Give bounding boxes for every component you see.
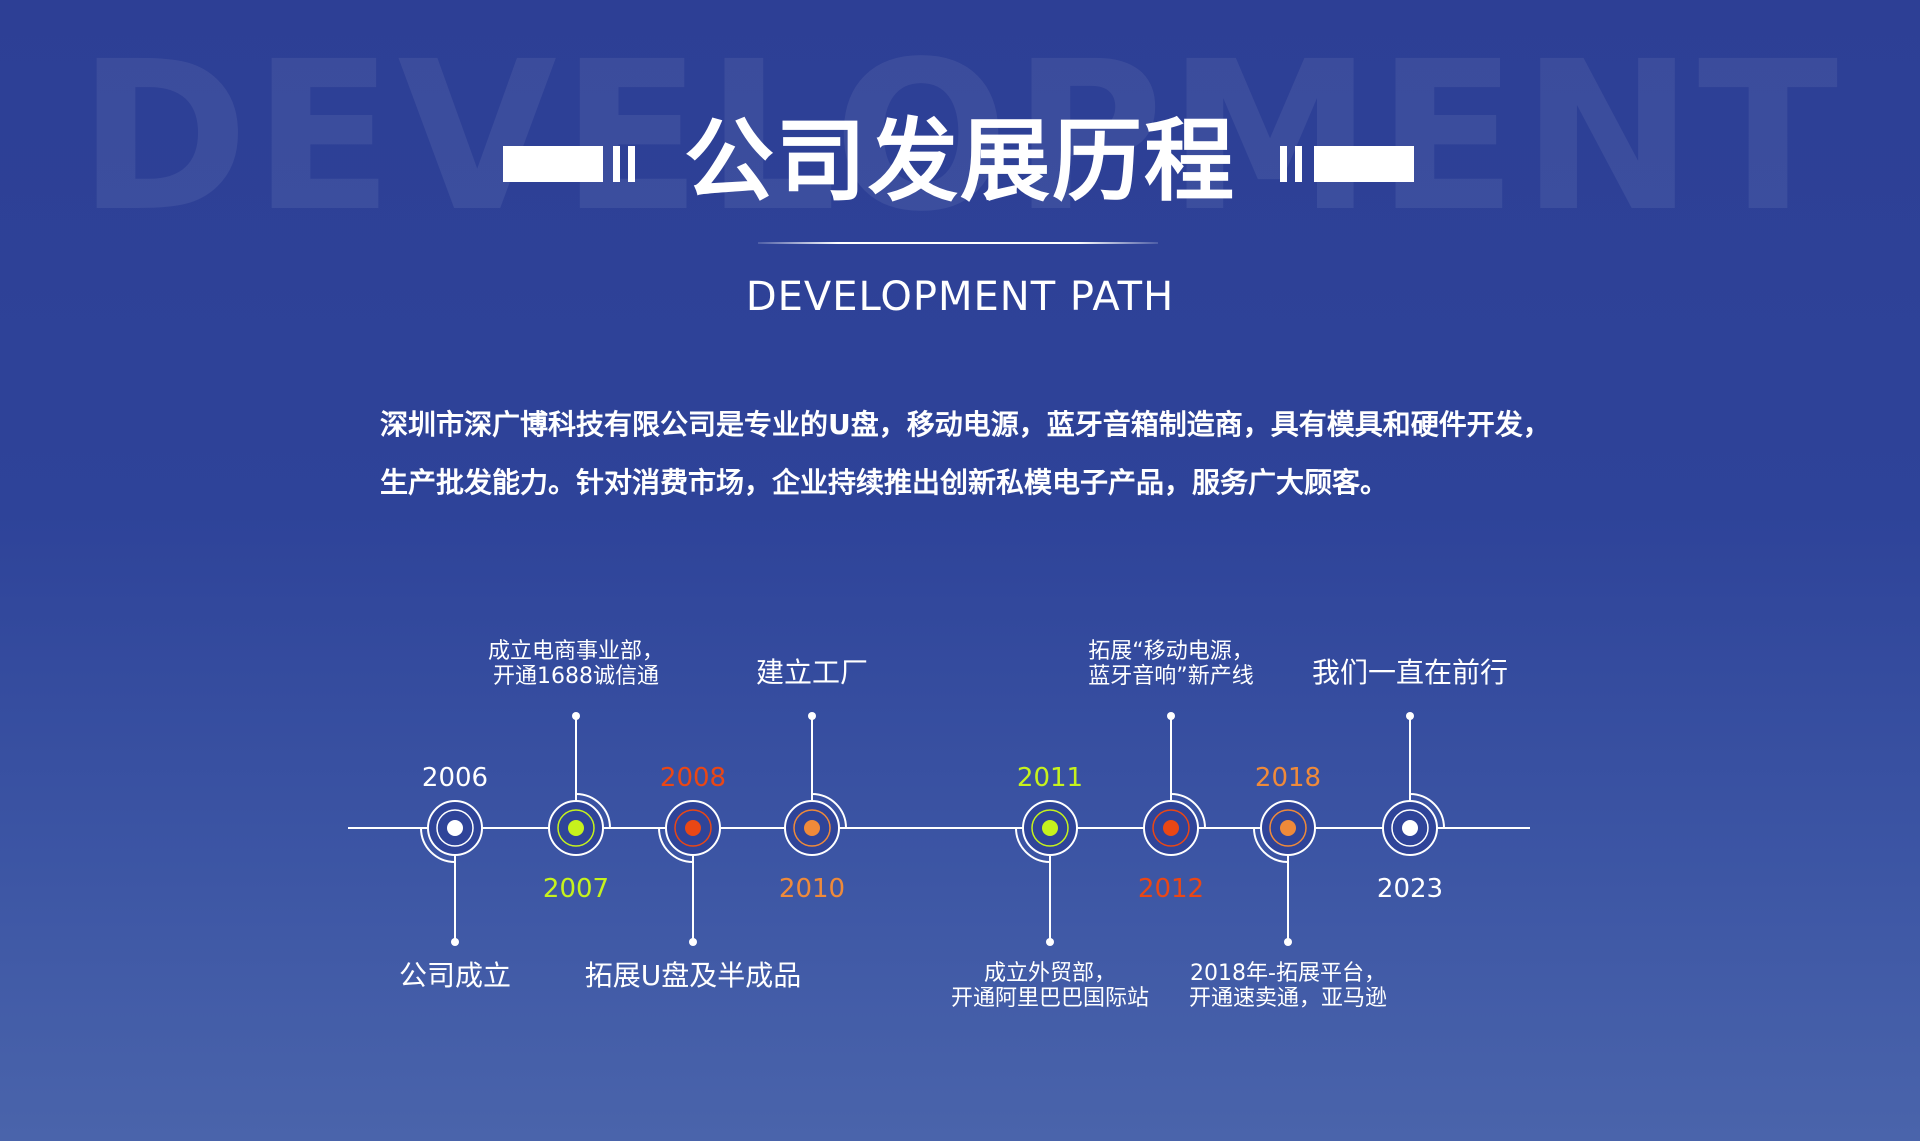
milestone-description: 蓝牙音响”新产线 [1088,664,1253,689]
timeline-node-2008: 2008 拓展U盘及半成品 [585,763,802,992]
connector-dot [572,712,580,720]
timeline-node-2023: 2023 我们一直在前行 [1312,656,1508,904]
node-inner-ring [557,809,595,847]
node-inner-ring [1152,809,1190,847]
intro-line-1: 深圳市深广博科技有限公司是专业的U盘，移动电源，蓝牙音箱制造商，具有模具和硬件开… [380,408,1551,441]
node-decor-arc [1170,793,1206,829]
node-dot [1402,820,1418,836]
year-label: 2010 [779,874,845,904]
timeline-node-2011: 2011 成立外贸部，开通阿里巴巴国际站 [951,763,1149,1011]
timeline-node-2018: 2018 2018年-拓展平台，开通速卖通，亚马逊 [1189,763,1387,1011]
node-inner-ring [1269,809,1307,847]
title-underline [758,242,1158,244]
title-decoration-right [1280,146,1414,182]
node-decor-arc [811,793,847,829]
node-dot [685,820,701,836]
year-label: 2011 [1017,763,1083,793]
year-label: 2012 [1138,874,1204,904]
milestone-description: 拓展U盘及半成品 [585,959,802,992]
page-title: 公司发展历程 [684,109,1236,214]
milestone-description: 成立外贸部， [984,961,1116,986]
title-decoration-left [503,146,637,182]
node-dot [1163,820,1179,836]
connector-dot [451,938,459,946]
timeline-node-2006: 2006 公司成立 [399,763,511,992]
node-decor-arc [1253,827,1289,863]
node-decor-arc [1409,793,1445,829]
year-label: 2007 [543,874,609,904]
connector-dot [1284,938,1292,946]
connector-dot [1406,712,1414,720]
company-intro: 深圳市深广博科技有限公司是专业的U盘，移动电源，蓝牙音箱制造商，具有模具和硬件开… [380,396,1580,512]
node-dot [447,820,463,836]
connector-dot [689,938,697,946]
node-decor-arc [658,827,694,863]
node-inner-ring [1391,809,1429,847]
node-decor-arc [420,827,456,863]
timeline-node-2010: 2010 建立工厂 [756,656,868,904]
milestone-description: 2018年-拓展平台， [1190,961,1386,986]
node-dot [568,820,584,836]
timeline-node-2012: 2012 拓展“移动电源，蓝牙音响”新产线 [1088,639,1253,904]
year-label: 2023 [1377,874,1443,904]
title-row: 公司发展历程 [0,112,1920,212]
node-decor-arc [1015,827,1051,863]
milestone-description: 开通阿里巴巴国际站 [951,986,1149,1011]
timeline-node-2007: 2007 成立电商事业部，开通1688诚信通 [488,639,664,904]
node-decor-arc [575,793,611,829]
year-label: 2018 [1255,763,1321,793]
milestone-description: 拓展“移动电源， [1088,639,1253,664]
milestone-description: 开通速卖通，亚马逊 [1189,986,1387,1011]
background-watermark-word: DEVELOPMENT [77,17,1843,257]
node-inner-ring [674,809,712,847]
node-dot [1280,820,1296,836]
milestone-description: 成立电商事业部， [488,639,664,664]
node-dot [804,820,820,836]
connector-dot [1046,938,1054,946]
year-label: 2006 [422,763,488,793]
connector-dot [808,712,816,720]
year-label: 2008 [660,763,726,793]
milestone-description: 建立工厂 [756,656,868,689]
node-dot [1042,820,1058,836]
milestone-description: 我们一直在前行 [1312,656,1508,689]
intro-line-2: 生产批发能力。针对消费市场，企业持续推出创新私模电子产品，服务广大顾客。 [380,466,1389,499]
node-inner-ring [1031,809,1069,847]
connector-dot [1167,712,1175,720]
page-subtitle: DEVELOPMENT PATH [745,274,1175,320]
node-inner-ring [436,809,474,847]
node-inner-ring [793,809,831,847]
milestone-description: 开通1688诚信通 [493,664,659,689]
milestone-description: 公司成立 [399,959,511,992]
